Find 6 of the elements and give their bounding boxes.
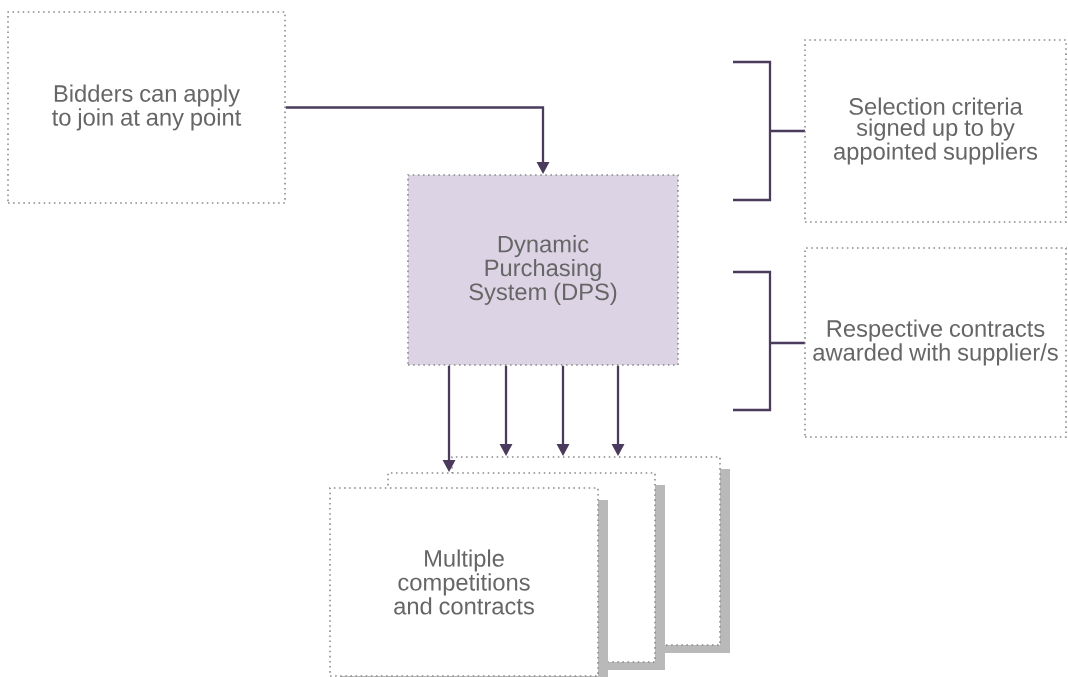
- process-box: Bidders can apply to join at any point: [7, 11, 286, 204]
- node-label: Multiple competitions and contracts: [394, 549, 534, 615]
- stacked-card: Multiple competitions and contracts: [329, 487, 608, 677]
- note-box: Selection criteria signed up to by appointed suppliers: [804, 39, 1067, 223]
- note-box: Respective contracts awarded with supplier/s: [804, 247, 1067, 438]
- process-box: Dynamic Purchasing System (DPS): [407, 174, 679, 366]
